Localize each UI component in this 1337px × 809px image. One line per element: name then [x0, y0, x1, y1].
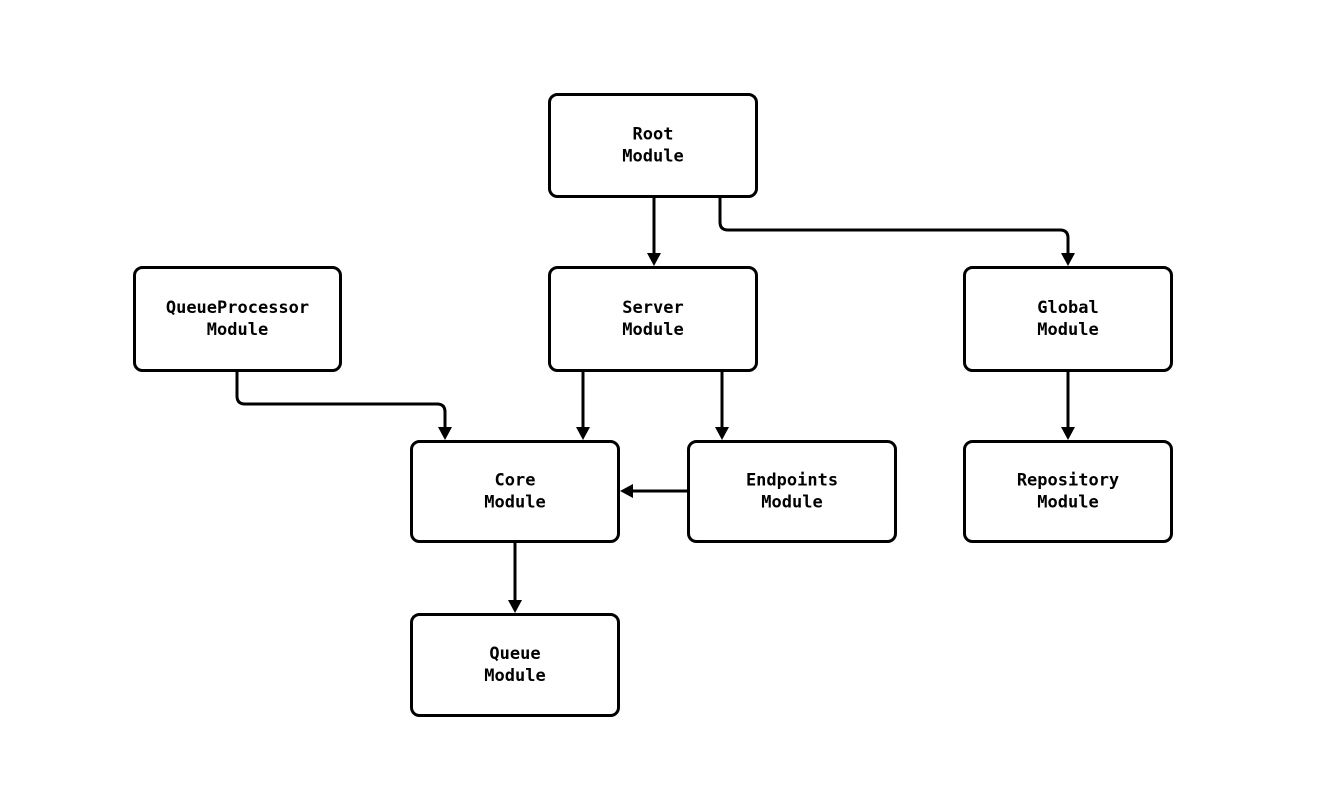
edge-queueprocessor-to-core-arrowhead-icon: [438, 427, 452, 440]
global-module-node-label-line1: Global: [1037, 298, 1098, 318]
edge-endpoints-to-core: [620, 484, 687, 498]
queueprocessor-module-node-label-line2: Module: [207, 320, 268, 340]
queue-module-node-label-line1: Queue: [489, 644, 540, 664]
repository-module-node-box[interactable]: [963, 440, 1173, 543]
repository-module-node-label-line2: Module: [1037, 493, 1098, 513]
global-module-node-box[interactable]: [963, 266, 1173, 372]
edges-layer: [235, 198, 1075, 613]
queueprocessor-module-node-box[interactable]: [133, 266, 342, 372]
core-module-node-label-line1: Core: [495, 471, 536, 491]
endpoints-module-node-label-line1: Endpoints: [746, 471, 838, 491]
root-module-node-box[interactable]: [548, 93, 758, 198]
edge-queueprocessor-to-core: [235, 372, 452, 440]
server-module-node-label-line2: Module: [622, 320, 683, 340]
global-module-node-label-line2: Module: [1037, 320, 1098, 340]
edge-root-to-global: [718, 198, 1075, 266]
edge-core-to-queue-arrowhead-icon: [508, 600, 522, 613]
edge-queueprocessor-to-core-line: [235, 372, 447, 427]
edge-server-to-endpoints: [715, 372, 729, 440]
edge-endpoints-to-core-arrowhead-icon: [620, 484, 633, 498]
core-module-node-box[interactable]: [410, 440, 620, 543]
edge-core-to-queue: [508, 543, 522, 613]
queue-module-node-label-line2: Module: [484, 666, 545, 686]
root-module-node-label-line2: Module: [622, 147, 683, 167]
edge-global-to-repository: [1061, 372, 1075, 440]
edge-server-to-core: [576, 372, 590, 440]
queueprocessor-module-node-label-line1: QueueProcessor: [166, 298, 309, 318]
edge-server-to-endpoints-arrowhead-icon: [715, 427, 729, 440]
edge-global-to-repository-arrowhead-icon: [1061, 427, 1075, 440]
edge-root-to-server: [647, 198, 661, 266]
server-module-node-box[interactable]: [548, 266, 758, 372]
repository-module-node-label-line1: Repository: [1017, 471, 1119, 491]
root-module-node-label-line1: Root: [633, 125, 674, 145]
edge-root-to-global-line: [718, 198, 1070, 253]
core-module-node-label-line2: Module: [484, 493, 545, 513]
edge-server-to-core-arrowhead-icon: [576, 427, 590, 440]
endpoints-module-node-box[interactable]: [687, 440, 897, 543]
endpoints-module-node-label-line2: Module: [761, 493, 822, 513]
nodes-layer: RootModuleQueueProcessorModuleServerModu…: [133, 93, 1173, 717]
edge-root-to-global-arrowhead-icon: [1061, 253, 1075, 266]
queue-module-node-box[interactable]: [410, 613, 620, 717]
server-module-node-label-line1: Server: [622, 298, 683, 318]
edge-root-to-server-arrowhead-icon: [647, 253, 661, 266]
